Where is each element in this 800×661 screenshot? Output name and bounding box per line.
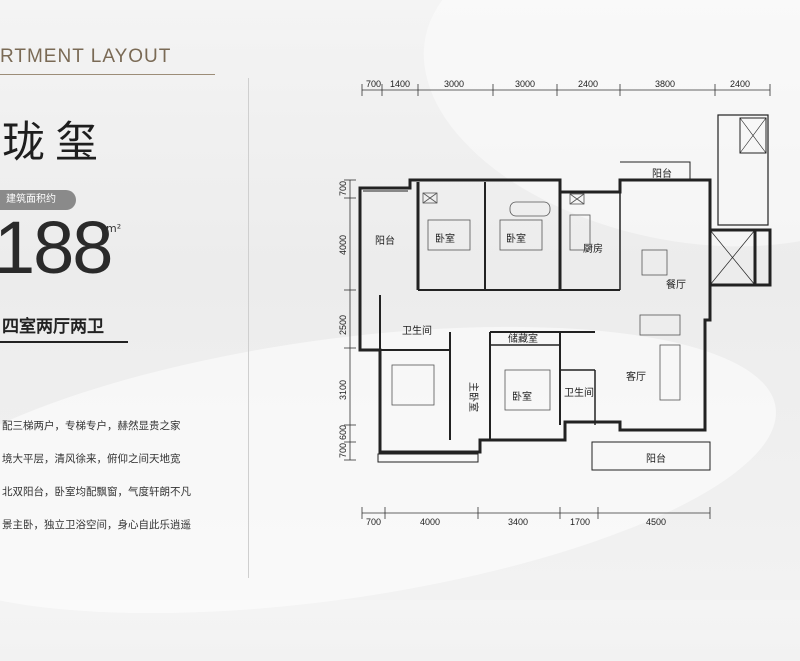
room-labels: 阳台 卧室 卧室 厨房 阳台 餐厅 卫生间 储藏室 主卧室 卧室 卫生间 客厅 … <box>375 167 686 465</box>
room-label-dining: 餐厅 <box>666 278 686 291</box>
room-label-bathroom-2: 卫生间 <box>564 386 594 399</box>
dim-label: 3000 <box>444 79 464 89</box>
dim-label: 3000 <box>515 79 535 89</box>
header-rule <box>0 74 215 75</box>
dim-label: 700 <box>338 181 348 196</box>
dim-label: 700 <box>366 517 381 527</box>
dim-label: 700 <box>338 443 348 458</box>
dim-label: 2400 <box>578 79 598 89</box>
dim-label: 3100 <box>338 380 348 400</box>
area-unit: m² <box>106 222 122 235</box>
section-header: RTMENT LAYOUT <box>0 46 172 67</box>
dim-label: 4500 <box>646 517 666 527</box>
feature-item: 境大平层，清风徐来，俯仰之间天地宽 <box>2 453 181 465</box>
feature-item: 北双阳台，卧室均配飘窗，气度轩朗不凡 <box>2 486 191 498</box>
panel-divider <box>248 78 249 578</box>
room-label-kitchen: 厨房 <box>583 242 603 255</box>
room-label-storage: 储藏室 <box>508 332 538 345</box>
dimension-lines <box>344 84 771 519</box>
product-name: 珑玺 <box>2 118 108 168</box>
walls <box>358 114 772 471</box>
top-dimension-labels: 700 1400 3000 3000 2400 3800 2400 <box>366 79 750 89</box>
dim-label: 3400 <box>508 517 528 527</box>
room-label-bedroom-3: 卧室 <box>512 390 532 403</box>
furniture <box>391 192 681 411</box>
dim-label: 2400 <box>730 79 750 89</box>
feature-item: 景主卧，独立卫浴空间，身心自此乐逍遥 <box>2 519 191 531</box>
layout-type: 四室两厅两卫 <box>2 317 104 337</box>
room-label-living: 客厅 <box>626 370 646 383</box>
room-label-bedroom-1: 卧室 <box>435 232 455 245</box>
left-dimension-labels: 700 4000 2500 3100 600 700 <box>338 181 348 458</box>
dim-label: 3800 <box>655 79 675 89</box>
dim-label: 2500 <box>338 315 348 335</box>
area-badge: 建筑面积约 <box>0 190 76 210</box>
room-label-bathroom-1: 卫生间 <box>402 324 432 337</box>
dim-label: 1700 <box>570 517 590 527</box>
dim-label: 4000 <box>338 235 348 255</box>
room-label-balcony-west: 阳台 <box>375 234 395 247</box>
layout-rule <box>0 341 128 343</box>
room-label-balcony-north: 阳台 <box>652 167 672 180</box>
room-label-bedroom-2: 卧室 <box>506 232 526 245</box>
bottom-dimension-labels: 700 4000 3400 1700 4500 <box>366 517 666 527</box>
dim-label: 1400 <box>390 79 410 89</box>
floor-plan: 700 1400 3000 3000 2400 3800 2400 700 40… <box>338 79 772 527</box>
dim-label: 700 <box>366 79 381 89</box>
room-label-balcony-south: 阳台 <box>646 452 666 465</box>
room-label-master-bedroom: 主卧室 <box>467 382 480 412</box>
feature-item: 配三梯两户，专梯专户，赫然显贵之家 <box>2 420 181 432</box>
dim-label: 600 <box>338 425 348 440</box>
dim-label: 4000 <box>420 517 440 527</box>
area-value: 188 <box>0 206 113 289</box>
